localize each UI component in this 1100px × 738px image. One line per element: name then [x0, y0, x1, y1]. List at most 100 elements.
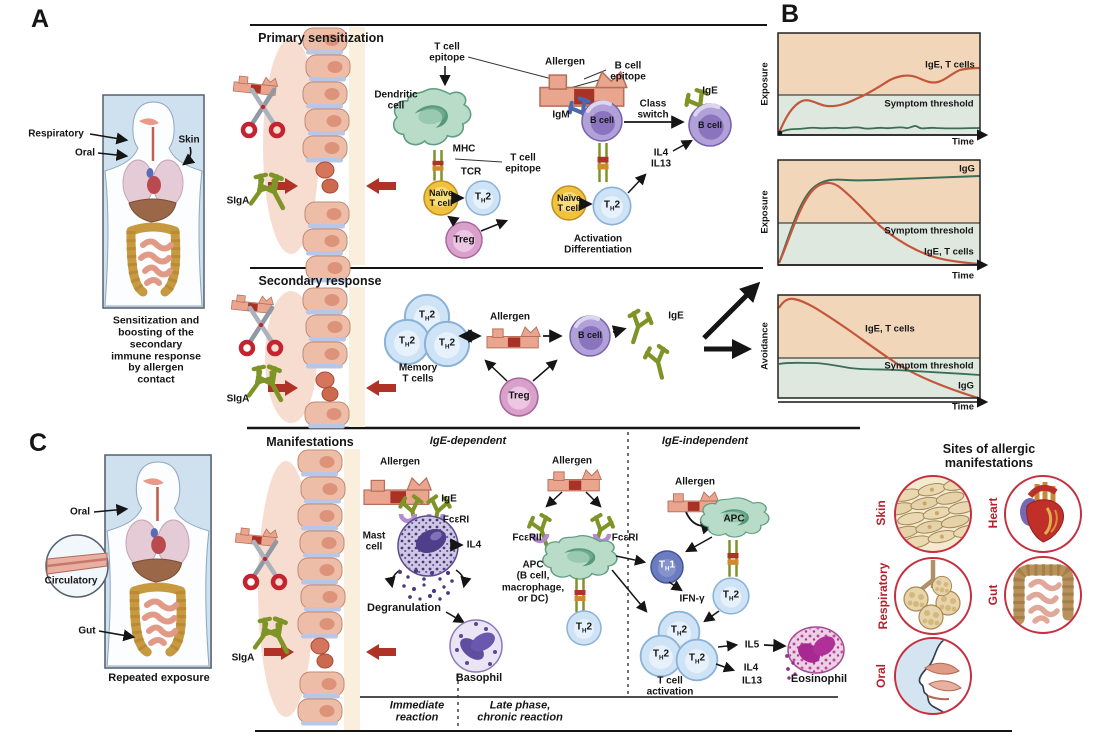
igg-curve [778, 361, 981, 376]
immediate-reaction-label: Immediate reaction [389, 699, 445, 724]
body-illustration-c [45, 455, 211, 668]
oral-site-icon [895, 638, 971, 714]
panel-a-label: A [30, 4, 50, 33]
ige-label: IgE [668, 310, 684, 322]
th2-label: TH2 [722, 589, 740, 603]
eosinophil-label: Eosinophil [790, 672, 848, 685]
oral-label: Oral [74, 147, 96, 159]
respiratory-label: Respiratory [28, 128, 84, 140]
site-respiratory-label: Respiratory [876, 562, 891, 630]
gut-label: Gut [78, 625, 96, 637]
heart-site-icon [1005, 476, 1081, 552]
ige-curve [777, 66, 981, 134]
time-axis-label: Time [951, 136, 975, 148]
th2-label: TH2 [398, 335, 416, 349]
igg-curve [778, 125, 981, 134]
degranulation-granules [398, 568, 454, 601]
il4-il13-label: IL4 IL13 [650, 147, 672, 170]
ige-label: IgE [702, 85, 718, 97]
graph-avoidance [777, 294, 989, 408]
secondary-response-graphics [383, 281, 761, 417]
t-cell-activation-label: T cell activation [646, 675, 694, 698]
b-cell-label: B cell [697, 119, 723, 130]
th2-label: TH2 [438, 337, 456, 351]
symptom-threshold-label: Symptom threshold [884, 98, 974, 110]
epithelium-manifestations [258, 449, 360, 730]
memory-t-cells-label: Memory T cells [398, 362, 438, 385]
th2-label: TH2 [670, 624, 688, 638]
skin-label: Skin [178, 134, 200, 146]
th2-label: TH2 [603, 199, 621, 213]
ige-independent-header: IgE-independent [661, 434, 749, 447]
allergen-icon [547, 469, 602, 492]
ige-tcells-curve-label: IgE, T cells [925, 59, 975, 71]
manifestations-title: Manifestations [266, 434, 354, 449]
ige-label: IgE [441, 493, 457, 505]
mast-cell-pathway [363, 477, 503, 673]
body-a-caption: Sensitization and boosting of the second… [111, 314, 201, 386]
synapse-icon [726, 538, 740, 579]
il13-label: IL13 [741, 675, 763, 687]
tcr-label: TCR [460, 166, 482, 178]
synapse-icon [573, 576, 587, 614]
epithelium-secondary [265, 287, 365, 429]
epithelium-primary [263, 27, 365, 283]
treg-label: Treg [453, 234, 475, 246]
site-oral-label: Oral [874, 663, 889, 689]
oral-label: Oral [69, 506, 91, 518]
naive-t-cell-label: Naïve T cell [556, 192, 582, 213]
eosinophil-icon [787, 626, 845, 674]
th2-label: TH2 [652, 648, 670, 662]
mhc-label: MHC [452, 143, 476, 155]
symptom-threshold-label: Symptom threshold [884, 225, 974, 237]
apc-pathway [527, 469, 648, 646]
circulatory-label: Circulatory [44, 575, 98, 587]
apc-full-label: APC (B cell, macrophage, or DC) [501, 559, 565, 605]
th1-label: TH1 [658, 559, 676, 573]
class-switch-label: Class switch [637, 98, 669, 121]
siga-label: SIgA [226, 393, 250, 405]
il5-label: IL5 [744, 639, 760, 651]
skin-site-icon [882, 476, 982, 552]
time-axis-label: Time [951, 401, 975, 413]
igg-curve [778, 175, 981, 264]
siga-label: SIgA [226, 195, 250, 207]
graph-sensitization [777, 32, 989, 141]
th2-label: TH2 [575, 621, 593, 635]
t-cell-epitope-label: T cell epitope [429, 41, 465, 64]
b-cell-epitope-label: B cell epitope [610, 60, 646, 83]
apc-label: APC [723, 513, 745, 525]
site-gut-label: Gut [986, 584, 1001, 606]
primary-sensitization-graphics [388, 56, 731, 259]
panel-c-label: C [28, 428, 48, 457]
primary-sensitization-title: Primary sensitization [258, 30, 384, 45]
synapse-icon [596, 141, 610, 184]
degranulation-label: Degranulation [367, 601, 441, 614]
exposure-axis-label: Exposure [759, 62, 771, 106]
ige-antibody-icon [622, 309, 653, 346]
ige-antibody-icon [643, 344, 673, 380]
eosinophil-granules [785, 654, 797, 680]
fceri-label: FcεRI [611, 532, 639, 544]
activation-differentiation-label: Activation Differentiation [564, 233, 632, 256]
ige-tcells-curve-label: IgE, T cells [865, 323, 915, 335]
mast-cell-label: Mast cell [362, 530, 386, 553]
fcerii-label: FcεRII [512, 532, 542, 544]
gut-site-icon [1005, 557, 1081, 633]
mhc-tcr-synapse-icon [431, 148, 445, 182]
time-axis-label: Time [951, 270, 975, 282]
site-skin-label: Skin [874, 500, 889, 526]
body-illustration-a [89, 95, 204, 308]
allergen-label: Allergen [674, 476, 716, 488]
ige-tcells-curve-label: IgE, T cells [924, 246, 974, 258]
late-phase-label: Late phase, chronic reaction [477, 699, 563, 724]
ige-curve [777, 181, 981, 266]
igg-curve-label: IgG [959, 163, 975, 175]
symptom-threshold-label: Symptom threshold [884, 360, 974, 372]
to-graphs-arrow [702, 281, 761, 340]
naive-t-cell-label: Naïve T cell [428, 187, 454, 208]
dendritic-cell-label: Dendritic cell [374, 89, 418, 112]
body-c-caption: Repeated exposure [108, 671, 210, 684]
